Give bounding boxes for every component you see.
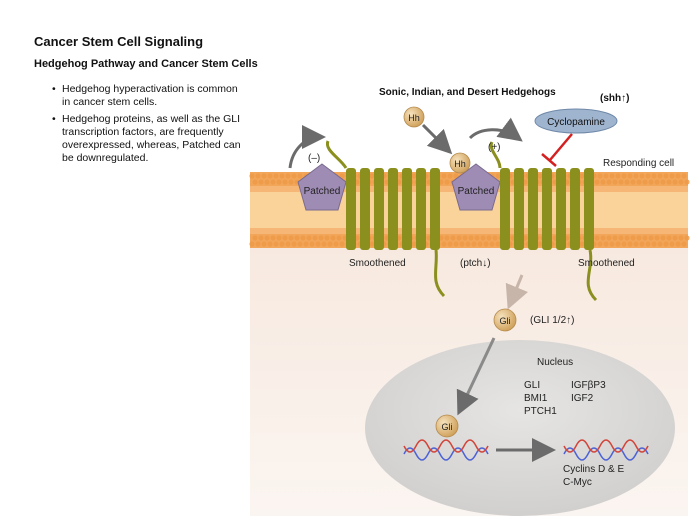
- output-label: Cyclins D & E: [563, 464, 624, 475]
- minus-label: (–): [308, 153, 320, 164]
- ptch-label: (ptch↓): [460, 258, 491, 269]
- smoothened-receptor-left: [325, 140, 446, 298]
- shh-label: (shh↑): [600, 93, 629, 104]
- minus-curved-arrow: [288, 125, 326, 169]
- gli-levels-label: (GLI 1/2↑): [530, 315, 574, 326]
- output-label: C-Myc: [563, 477, 592, 488]
- page-subtitle: Hedgehog Pathway and Cancer Stem Cells: [34, 58, 258, 70]
- smoothened-label-left: Smoothened: [349, 258, 406, 269]
- hh-ligand-ball: [403, 106, 425, 128]
- gli-nucleus-label: Gli: [442, 422, 453, 432]
- plus-curved-arrow: [468, 117, 523, 142]
- smo-to-gli-arrow: [505, 274, 528, 310]
- hh-bound-label: Hh: [454, 159, 466, 169]
- patched-label-left: Patched: [304, 186, 341, 197]
- dna-strand-left: [403, 439, 489, 461]
- smoothened-label-right: Smoothened: [578, 258, 635, 269]
- patched-label-right: Patched: [458, 186, 495, 197]
- gli-cytoplasm-label: Gli: [500, 316, 511, 326]
- cyclopamine-label: Cyclopamine: [547, 117, 605, 128]
- page-title: Cancer Stem Cell Signaling: [34, 34, 204, 49]
- gli-nucleus-ball: [435, 414, 459, 438]
- nucleus-label: Nucleus: [537, 357, 573, 368]
- bullet-item: Hedgehog hyperactivation is common in ca…: [52, 83, 242, 109]
- responding-cell-label: Responding cell: [603, 158, 674, 169]
- inhibition-bar: [541, 153, 557, 167]
- gene-label: IGF2: [571, 393, 594, 404]
- inhibition-line: [549, 133, 573, 161]
- plus-label: (+): [488, 142, 501, 153]
- hh-ligand-label: Hh: [408, 113, 420, 123]
- hh-bound-ball: [449, 152, 471, 174]
- gene-label: GLI: [524, 380, 540, 391]
- bullet-item: Hedgehog proteins, as well as the GLI tr…: [52, 113, 242, 165]
- cyclopamine-ellipse: [534, 108, 618, 134]
- smoothened-receptor-right: [489, 141, 598, 302]
- dna-strand-right: [563, 439, 649, 461]
- gli-cytoplasm-ball: [493, 308, 517, 332]
- gene-label: IGFβP3: [571, 380, 606, 391]
- gli-to-nucleus-arrow: [456, 337, 496, 416]
- patched-receptor-left: [297, 163, 347, 211]
- hh-binding-arrow: [421, 123, 453, 155]
- patched-receptor-right: [451, 163, 501, 211]
- bullet-list: Hedgehog hyperactivation is common in ca…: [52, 83, 242, 169]
- gene-label: BMI1: [524, 393, 548, 404]
- nucleus: [365, 340, 675, 516]
- gene-label: PTCH1: [524, 406, 557, 417]
- ligands-title: Sonic, Indian, and Desert Hedgehogs: [379, 87, 556, 98]
